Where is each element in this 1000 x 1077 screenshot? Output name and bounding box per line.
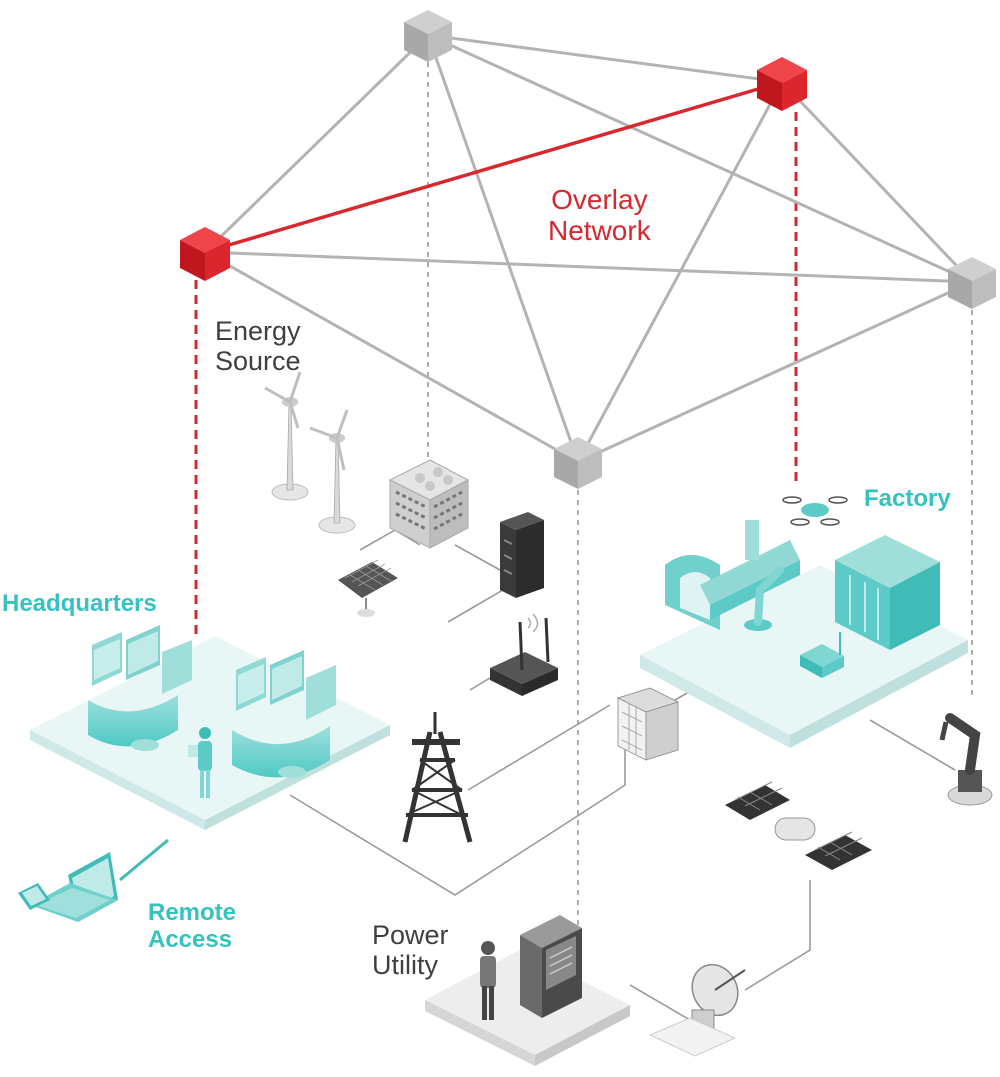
link-panel-down bbox=[609, 745, 626, 796]
node-center bbox=[554, 437, 602, 489]
link-utility-dish bbox=[629, 984, 691, 1021]
node-overlay-left bbox=[180, 227, 230, 281]
link-hq-tower bbox=[289, 794, 611, 896]
overlay-network-label: Overlay Network bbox=[548, 184, 651, 247]
link-factory-robot bbox=[869, 719, 956, 771]
energy-source-label: Energy Source bbox=[215, 316, 301, 376]
server-rack-icon bbox=[500, 512, 544, 598]
control-console-icon bbox=[232, 650, 336, 778]
energy-source-line2: Source bbox=[215, 346, 301, 377]
office-building-icon bbox=[388, 459, 470, 549]
node-top bbox=[404, 10, 452, 62]
robot-arm-icon bbox=[744, 566, 784, 631]
node-right bbox=[948, 257, 996, 309]
agv-robot bbox=[800, 632, 844, 678]
power-utility-line1: Power bbox=[372, 920, 449, 950]
overlay-network-line1: Overlay bbox=[551, 184, 648, 215]
energy-source-line1: Energy bbox=[215, 316, 301, 346]
power-utility-line2: Utility bbox=[372, 950, 438, 981]
headquarters-label: Headquarters bbox=[2, 590, 157, 617]
factory-cabinet bbox=[835, 535, 940, 650]
remote-access-link bbox=[119, 838, 169, 882]
power-utility-label: Power Utility bbox=[372, 920, 449, 980]
overlay-network-line2: Network bbox=[548, 215, 651, 247]
control-console-icon bbox=[520, 915, 582, 1018]
control-panel-icon bbox=[616, 687, 680, 761]
remote-access-line1: Remote bbox=[148, 899, 237, 926]
solar-panel-icon bbox=[338, 559, 398, 617]
wifi-router-icon bbox=[490, 613, 558, 696]
drone-icon bbox=[782, 496, 848, 526]
satellite-icon bbox=[725, 781, 872, 870]
remote-access-line2: Access bbox=[148, 925, 233, 953]
phone-icon bbox=[18, 883, 50, 910]
node-overlay-right bbox=[757, 57, 807, 111]
transmission-tower-icon bbox=[402, 712, 473, 843]
link-tower-panel bbox=[467, 704, 611, 791]
worker-icon bbox=[188, 727, 212, 798]
factory-label: Factory bbox=[864, 485, 951, 512]
link-building-server bbox=[454, 544, 501, 571]
overlay-link bbox=[204, 80, 783, 254]
remote-access-label: Remote Access bbox=[148, 899, 237, 954]
laptop-icon bbox=[30, 852, 118, 922]
wind-turbine-icon bbox=[309, 409, 356, 534]
wind-turbine-icon bbox=[264, 371, 309, 501]
satellite-dish-icon bbox=[648, 963, 746, 1057]
robot-arm-icon bbox=[939, 713, 993, 806]
worker-icon bbox=[480, 941, 496, 1020]
link-dish-satellite bbox=[744, 880, 811, 991]
mesh-links bbox=[203, 33, 974, 464]
dashed-drops bbox=[194, 62, 973, 945]
control-console-icon bbox=[88, 625, 192, 751]
